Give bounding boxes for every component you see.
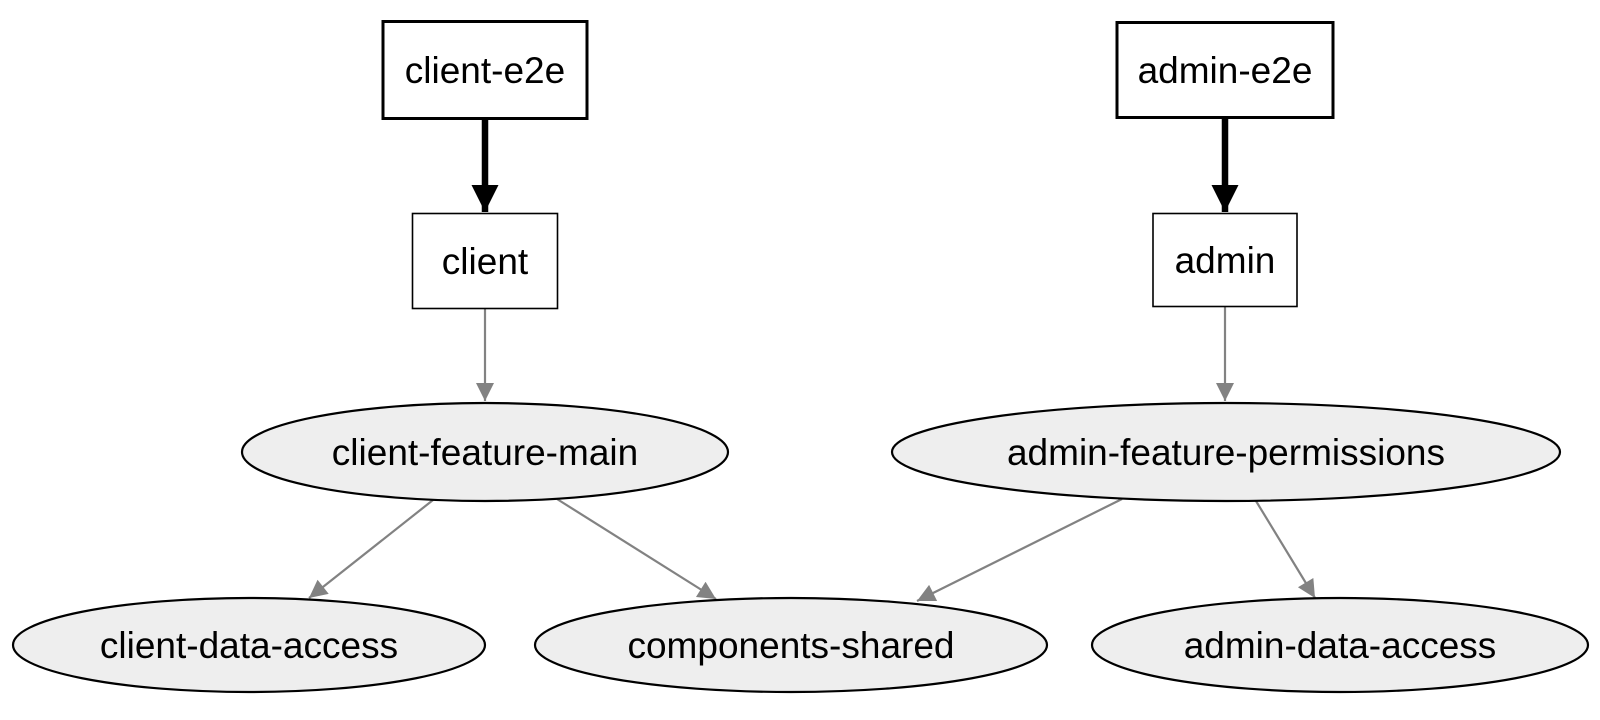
node-label: client [442, 241, 529, 282]
node-ellipse-shape [533, 596, 1049, 694]
node-ellipse-shape [240, 401, 730, 503]
node-ellipse-shape [1090, 596, 1590, 694]
edge-admin-feature-permissions-to-components-shared [916, 498, 1123, 602]
edges-layer [308, 118, 1316, 602]
node-components-shared: components-shared [533, 596, 1049, 694]
node-box-shape [1115, 21, 1335, 119]
node-label: admin-data-access [1184, 625, 1497, 666]
node-ellipse-shape [890, 401, 1562, 503]
node-label: client-data-access [100, 625, 398, 666]
node-admin: admin [1152, 212, 1298, 308]
nodes-layer: client-e2e admin-e2e client admin client-fea… [11, 20, 1590, 694]
edge-client-feature-main-to-components-shared [556, 498, 717, 600]
node-box-shape [1152, 212, 1298, 308]
node-label: client-feature-main [332, 432, 638, 473]
node-label: admin-feature-permissions [1007, 432, 1445, 473]
node-ellipse-shape [11, 596, 487, 694]
node-box-shape [381, 20, 589, 120]
node-client: client [411, 212, 559, 310]
node-client-feature-main: client-feature-main [240, 401, 730, 503]
edge-client-feature-main-to-client-data-access [308, 499, 434, 599]
node-admin-e2e: admin-e2e [1115, 21, 1335, 119]
node-label: admin-e2e [1138, 50, 1313, 91]
node-label: admin [1175, 240, 1276, 281]
node-client-data-access: client-data-access [11, 596, 487, 694]
node-admin-data-access: admin-data-access [1090, 596, 1590, 694]
node-admin-feature-permissions: admin-feature-permissions [890, 401, 1562, 503]
node-box-shape [411, 212, 559, 310]
node-client-e2e: client-e2e [381, 20, 589, 120]
node-label: components-shared [627, 625, 954, 666]
node-label: client-e2e [405, 50, 565, 91]
edge-admin-feature-permissions-to-admin-data-access [1255, 500, 1316, 599]
